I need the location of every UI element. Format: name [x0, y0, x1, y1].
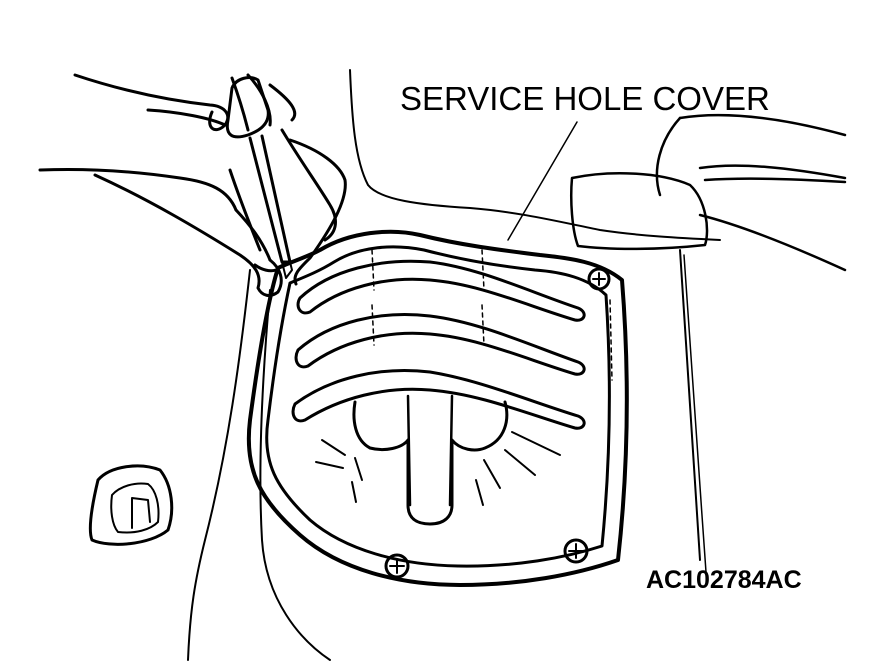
body-panel-lines — [187, 69, 721, 661]
service-hole-cover — [246, 229, 629, 587]
bolt-icon — [587, 267, 611, 291]
screwdriver-icon — [225, 76, 293, 279]
leader-lines — [507, 121, 707, 573]
figure-id: AC102784AC — [646, 566, 802, 594]
hand-icon — [38, 73, 283, 297]
bolt-icon — [384, 553, 410, 579]
seat-trim-icon — [570, 113, 847, 272]
service-hole-cover-label: SERVICE HOLE COVER — [400, 80, 770, 117]
grommet-icon — [88, 464, 174, 546]
bolt-icon — [563, 538, 589, 564]
